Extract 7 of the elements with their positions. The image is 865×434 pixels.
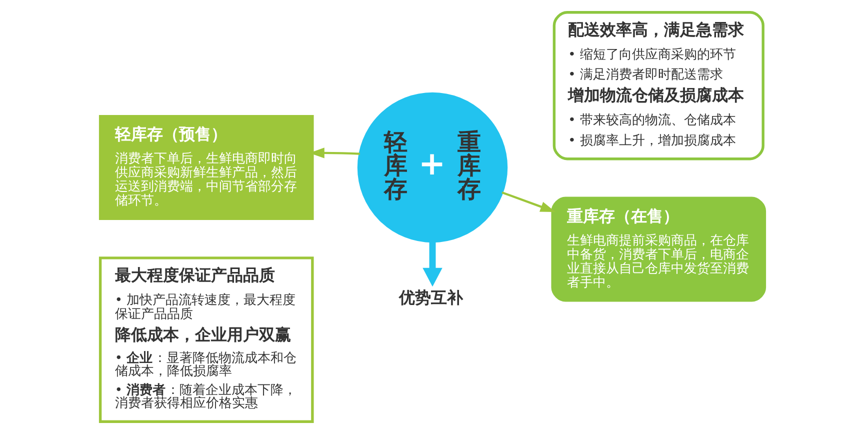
arrow bbox=[502, 191, 556, 212]
arrow bbox=[422, 242, 442, 287]
node-box: 轻库存（预售） 消费者下单后，生鲜电商即时向供应商采购新鲜生鲜产品，然后运送到消费端，中间节省部分存储环节。 bbox=[98, 114, 314, 220]
node-box: 重库存（在售） 生鲜电商提前采购商品，在仓库中备货，消费者下单后，电商企业直接从自己仓库中发货至消费者手中。 bbox=[551, 196, 766, 302]
node-text: 优势互补 bbox=[399, 288, 464, 308]
node-box: 配送效率高，满足急需求 • 缩短了向供应商采购的环节 • 满足消费者即时配送需求 增加物流仓储及损腐成本 • 带来较高的物流、仓储成本 • 损腐率上升，增加损腐成本 bbox=[552, 11, 764, 160]
node-box: 最大程度保证产品品质 • 加快产品流转速度，最大程度保证产品品质 降低成本，企业用户双赢 • 企业：显著降低物流成本和仓储成本，降低损腐率 • 消费者：随着企业成本下降，消费者获得相应价格实惠 bbox=[98, 256, 314, 423]
